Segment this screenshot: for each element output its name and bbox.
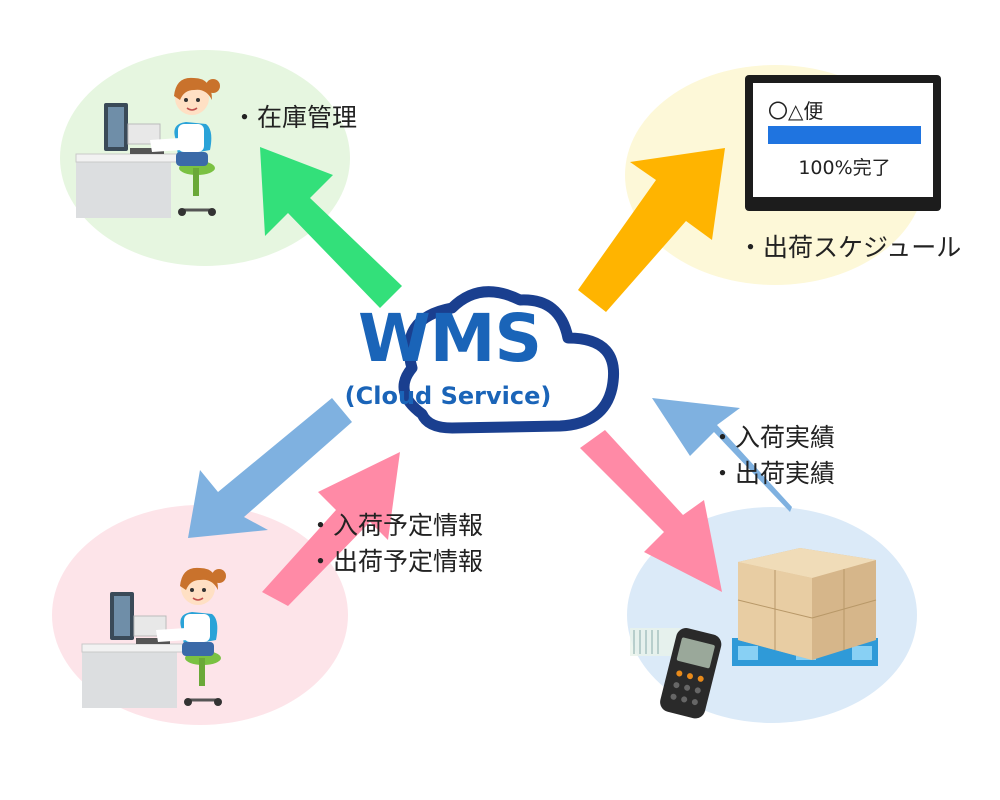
arrow-to-planning: [188, 398, 352, 538]
wms-subtitle: (Cloud Service): [344, 382, 552, 410]
cloud-icon: [398, 286, 619, 434]
barcode-scanner-icon: [630, 628, 722, 719]
shipping-results-label: ・出荷実績: [710, 459, 836, 488]
office-worker-icon: [75, 77, 220, 218]
wms-title: WMS: [358, 300, 542, 377]
arrow-to-warehouse: [580, 430, 722, 592]
shipping-schedule-label: ・出荷スケジュール: [738, 233, 962, 262]
monitor-progress-bar: [768, 126, 921, 144]
inventory-label: ・在庫管理: [232, 103, 358, 132]
receiving-results-label: ・入荷実績: [710, 423, 836, 452]
receiving-plan-label: ・入荷予定情報: [308, 511, 484, 540]
office-worker-icon: [81, 567, 226, 708]
shipping-plan-label: ・出荷予定情報: [308, 547, 484, 576]
arrow-from-results: [652, 398, 792, 512]
arrow-from-planning: [262, 452, 400, 606]
monitor-title: 〇△便: [768, 99, 824, 123]
cargo-pallet-icon: [732, 548, 878, 666]
monitor-progress-text: 100%完了: [798, 157, 891, 179]
arrow-to-inventory: [260, 147, 402, 308]
arrow-to-schedule: [578, 148, 725, 312]
